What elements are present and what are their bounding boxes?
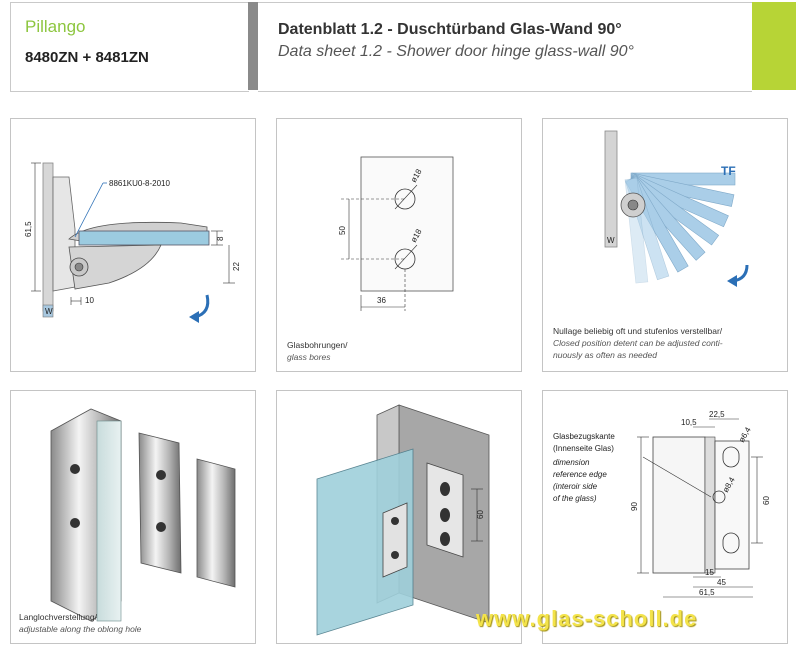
accent-bar [752,2,796,90]
dim-60: 60 [762,496,771,505]
caption-english: glass bores [287,352,331,362]
exploded-hinge-image [50,408,236,622]
panel-closed-position: TF W Nullage beliebig oft und stufenlos … [542,118,788,372]
dim-offset-10: 10 [85,296,94,305]
dimension-drawing: Glasbezugskante (Innenseite Glas) dimens… [553,410,771,598]
label-english-1: dimension [553,458,590,467]
dim-bore-spacing-50: 50 [338,226,347,235]
dim-diameter-6-4: ø6,4 [737,425,753,444]
closed-position-caption: Nullage beliebig oft und stufenlos verst… [553,325,783,361]
dim-10-5: 10,5 [681,418,697,427]
hinge-elevation-drawing: 8861KU0-8-2010 61,5 8 22 10 W [24,162,241,323]
panel-glass-bores: 50 36 ø18 ø18 Glasbohrungen/ glass bores [276,118,522,372]
dim-22-5: 22,5 [709,410,725,419]
dim-60: 60 [476,510,485,519]
dim-45: 45 [717,578,726,587]
header-title-block: Datenblatt 1.2 - Duschtürband Glas-Wand … [258,2,752,92]
glass-bores-caption: Glasbohrungen/ glass bores [287,339,348,363]
caption-german: Langlochverstellung/ [19,612,97,622]
installation-drawing: 60 [316,404,490,636]
model-number: 8480ZN + 8481ZN [25,49,149,66]
closed-position-drawing: TF W [604,130,749,287]
dim-edge-36: 36 [377,296,386,305]
website-watermark: www.glas-scholl.de [476,606,698,631]
caption-german: Nullage beliebig oft und stufenlos verst… [553,326,723,336]
caption-english: adjustable along the oblong hole [19,624,142,634]
oblong-hole-caption: Langlochverstellung/ adjustable along th… [19,611,141,635]
glass-tf-label: TF [721,164,736,178]
label-german-1: Glasbezugskante [553,432,615,441]
caption-german: Glasbohrungen/ [287,340,348,350]
wall-label: W [607,236,615,245]
header-product-block: Pillango 8480ZN + 8481ZN [10,2,249,92]
dim-15: 15 [705,568,714,577]
dim-bottom-22: 22 [232,262,241,271]
panel-hinge-elevation: 8861KU0-8-2010 61,5 8 22 10 W [10,118,256,372]
header-divider [248,2,258,90]
label-english-2: reference edge [553,470,607,479]
panel-oblong-hole: Langlochverstellung/ adjustable along th… [10,390,256,644]
wall-label: W [45,307,53,316]
title-german: Datenblatt 1.2 - Duschtürband Glas-Wand … [278,21,622,38]
label-english-4: of the glass) [553,494,597,503]
glass-bores-drawing: 50 36 ø18 ø18 [338,156,454,311]
label-german-2: (Innenseite Glas) [553,444,614,453]
dim-height-61-5: 61,5 [24,221,33,237]
panel-installation-3d: 60 [276,390,522,644]
label-english-3: (interoir side [553,482,598,491]
part-number-label: 8861KU0-8-2010 [109,179,170,188]
brand-name: Pillango [25,17,86,36]
dim-61-5: 61,5 [699,588,715,597]
dim-90: 90 [630,502,639,511]
caption-english-line2: nuously as often as needed [553,350,657,360]
dim-glass-8: 8 [216,236,225,241]
panel-dimension-drawing: Glasbezugskante (Innenseite Glas) dimens… [542,390,788,644]
title-english: Data sheet 1.2 - Shower door hinge glass… [278,43,634,60]
caption-english-line1: Closed position detent can be adjusted c… [553,338,723,348]
